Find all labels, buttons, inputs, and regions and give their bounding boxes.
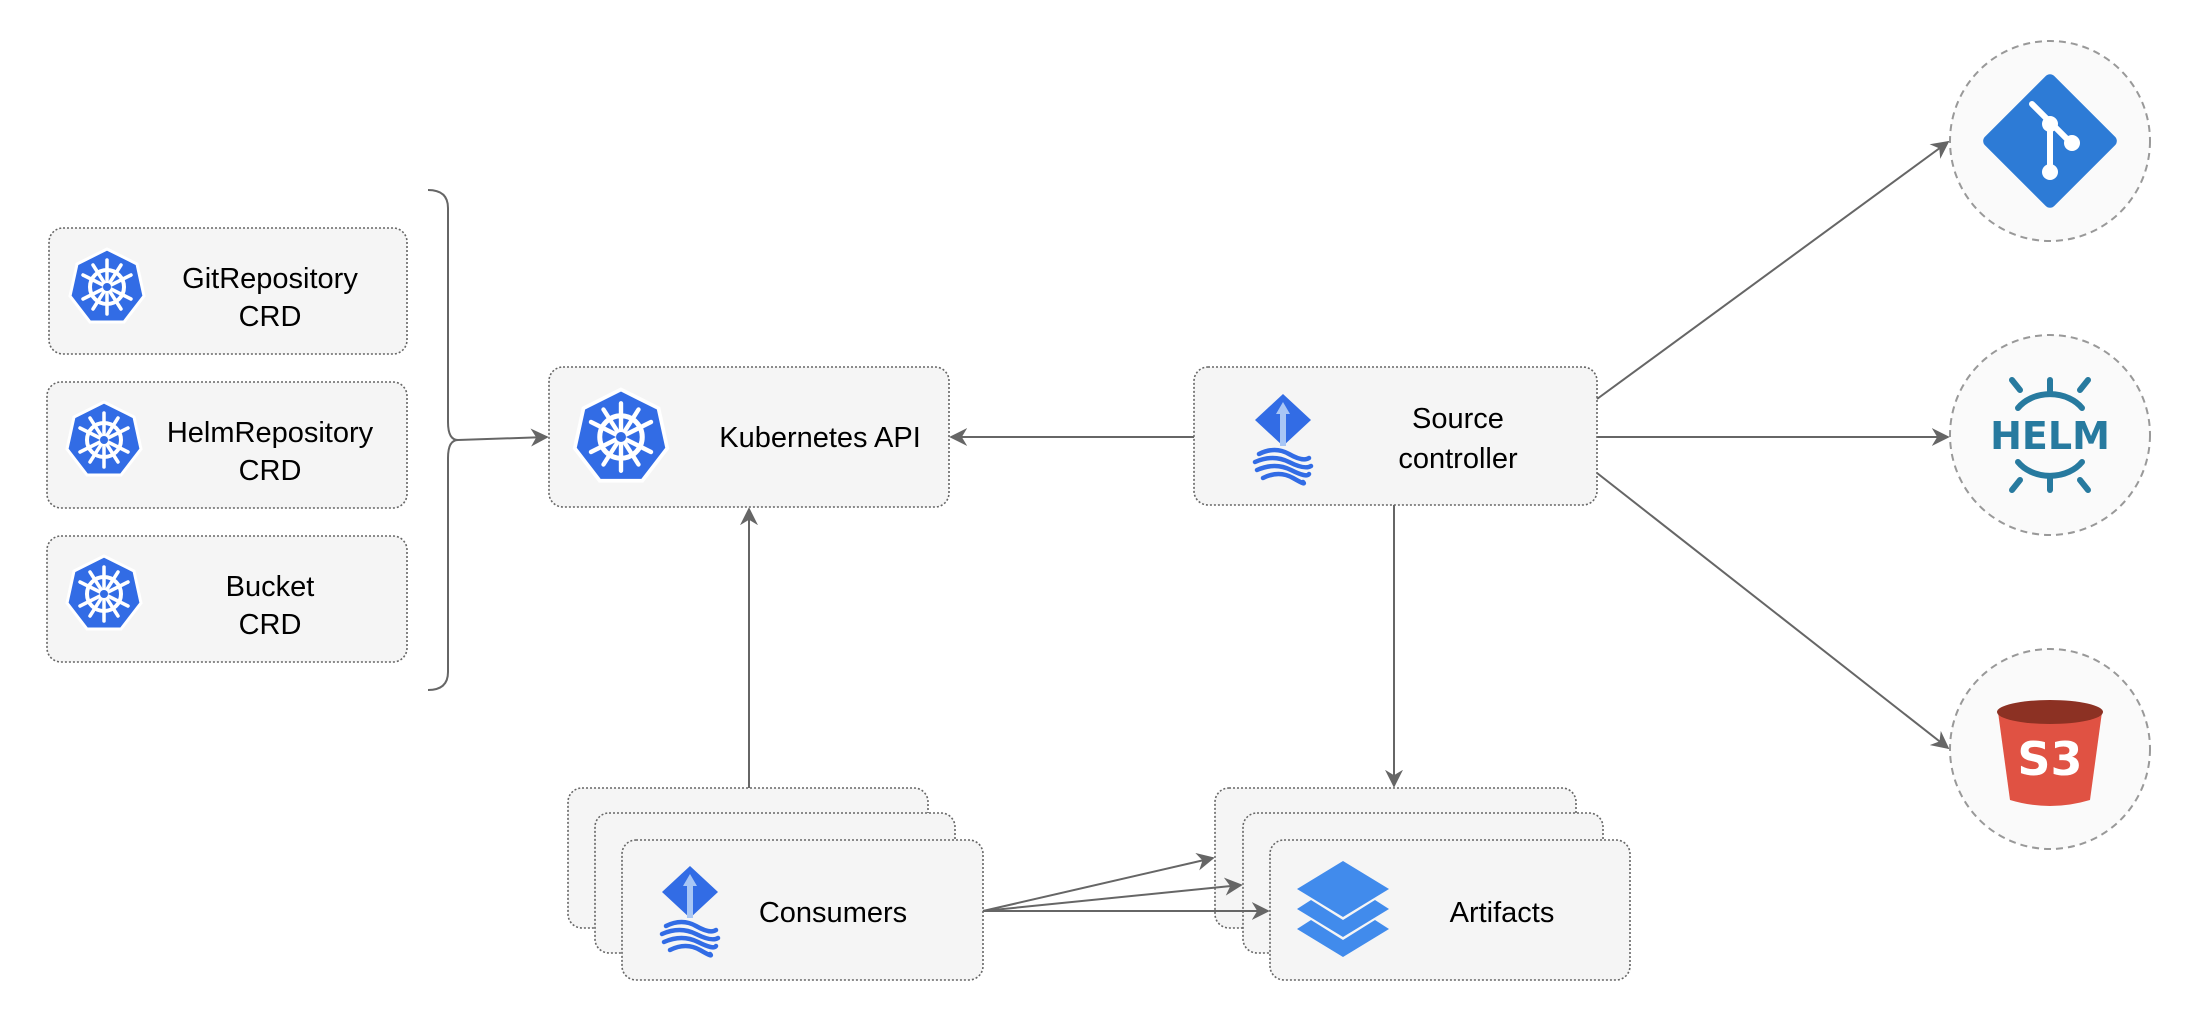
- crd-label: CRD: [239, 609, 302, 641]
- artifacts-node[interactable]: Artifacts: [1214, 787, 1631, 981]
- crd-bucket[interactable]: Bucket CRD: [46, 535, 408, 663]
- consumers-node[interactable]: Consumers: [567, 787, 984, 981]
- s3-logo-text: S3: [2017, 732, 2082, 786]
- source-controller-node[interactable]: Source controller: [1193, 366, 1598, 506]
- crd-label: Bucket: [226, 571, 315, 603]
- artifacts-label: Artifacts: [1450, 897, 1555, 929]
- crd-label: GitRepository: [182, 263, 358, 295]
- crd-gitrepository[interactable]: GitRepository CRD: [48, 227, 408, 355]
- arrow-consumers-to-artifacts: [982, 877, 1243, 912]
- s3-bucket-icon: [1997, 700, 2103, 806]
- arrow-crds-to-api: [457, 428, 549, 447]
- crd-label: CRD: [239, 455, 302, 487]
- crd-brace: [427, 189, 459, 691]
- source-controller-label: Source: [1412, 403, 1504, 435]
- helm-source[interactable]: HELM: [1949, 334, 2151, 536]
- kubernetes-api-node[interactable]: Kubernetes API: [548, 366, 950, 508]
- git-icon: [1983, 74, 2117, 208]
- source-controller-label: controller: [1398, 443, 1518, 475]
- kubernetes-api-label: Kubernetes API: [719, 422, 921, 454]
- helm-icon: [2009, 377, 2091, 493]
- s3-source[interactable]: S3: [1949, 648, 2151, 850]
- helm-logo-text: HELM: [1990, 414, 2110, 458]
- crd-helmrepository[interactable]: HelmRepository CRD: [46, 381, 408, 509]
- consumers-label: Consumers: [759, 897, 907, 929]
- crd-label: CRD: [239, 301, 302, 333]
- arrow-source-to-s3: [1596, 472, 1950, 750]
- git-source[interactable]: [1949, 40, 2151, 242]
- crd-label: HelmRepository: [167, 417, 374, 449]
- arrow-source-to-git: [1596, 140, 1950, 400]
- arrow-consumers-to-artifacts: [982, 852, 1215, 912]
